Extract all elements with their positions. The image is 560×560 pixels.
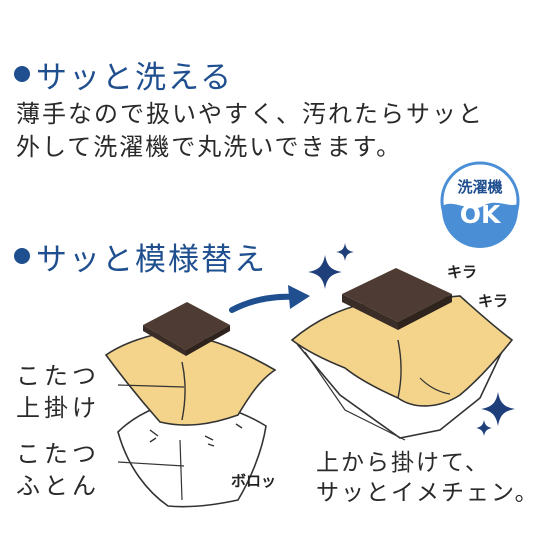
- caption-line-1: 上から掛けて、: [316, 450, 490, 476]
- desc-line-2: 外して洗濯機で丸洗いできます。: [16, 133, 403, 161]
- section1-heading: サッと洗える: [14, 52, 233, 97]
- change-caption: 上から掛けて、 サッとイメチェン。: [316, 448, 540, 508]
- section2-heading: サッと模様替え: [14, 234, 267, 279]
- kake-label-line2: 上掛け: [16, 394, 100, 422]
- caption-line-2: サッとイメチェン。: [316, 480, 540, 506]
- washing-machine-ok-badge: [440, 161, 520, 248]
- futon-leader-line: [117, 461, 185, 467]
- kira-text-1: キラ: [447, 263, 478, 281]
- section1-heading-text: サッと洗える: [36, 60, 234, 96]
- right-table-top: [342, 268, 452, 330]
- kira-text-2: キラ: [478, 292, 509, 310]
- futon-label: こたつ ふとん: [16, 438, 100, 502]
- kake-label: こたつ 上掛け: [16, 360, 100, 424]
- boro-sound-text: ボロッ: [231, 472, 277, 490]
- section2-heading-text: サッと模様替え: [36, 242, 267, 278]
- kake-label-line1: こたつ: [16, 362, 100, 390]
- badge-top-text: 洗濯機: [457, 178, 503, 196]
- arrow-icon: [229, 285, 310, 313]
- bullet-dot-icon: [14, 248, 30, 264]
- sparkle-icon: [308, 243, 515, 436]
- desc-line-1: 薄手なので扱いやすく、汚れたらサッと: [16, 100, 484, 128]
- section1-description: 薄手なので扱いやすく、汚れたらサッと 外して洗濯機で丸洗いできます。: [16, 98, 546, 164]
- futon-label-line1: こたつ: [16, 440, 100, 468]
- bullet-dot-icon: [14, 66, 30, 82]
- badge-ok-text: OK: [459, 200, 501, 229]
- left-table-top: [143, 302, 230, 356]
- futon-label-line2: ふとん: [16, 472, 100, 500]
- kake-leader-line: [117, 384, 185, 388]
- badge-text-group: 洗濯機 OK: [441, 162, 519, 240]
